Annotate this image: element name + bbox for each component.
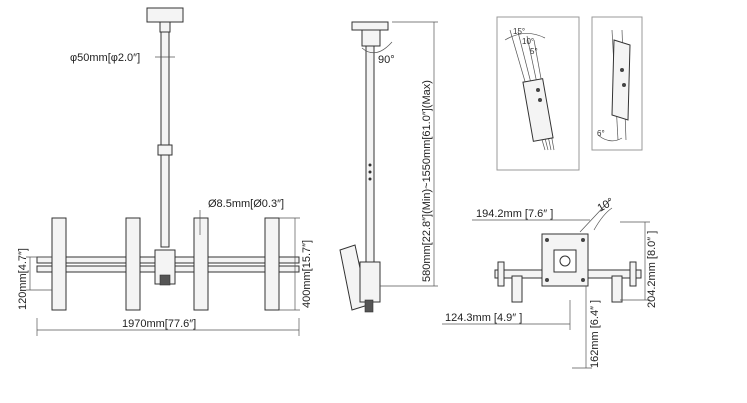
rotation-arc [361, 41, 393, 54]
bracket-height-label: 400mm[15.7″] [301, 240, 313, 308]
front-view: φ50mm[φ2.0″] Ø8.5mm[Ø0.3″] 120mm[4.7″] 4… [17, 7, 313, 336]
hole-diameter-label: Ø8.5mm[Ø0.3″] [208, 198, 284, 210]
bottom-width-label: 124.3mm [4.9″ ] [445, 312, 522, 324]
rotation-label: 90° [378, 54, 395, 66]
pole-length-label: 580mm[22.8″](Min)~1550mm[61.0″](Max) [421, 80, 433, 282]
tilt-panel-2: 6° [591, 16, 643, 151]
bottom-height-label: 162mm [6.4″ ] [589, 300, 601, 368]
pole [160, 31, 170, 248]
adapter-view: 194.2mm [7.6″ ] 10° 204.2mm [8.0″ ] 124.… [442, 196, 658, 369]
side-knob [364, 299, 374, 313]
left-clamp [511, 275, 523, 303]
top-width-label: 194.2mm [7.6″ ] [476, 208, 553, 220]
tilt-10-label: 10° [522, 37, 534, 46]
tilt-5-label: 5° [530, 47, 538, 56]
vertical-plates [51, 217, 280, 311]
side-view: 90° 580mm[22.8″](Min)~1550mm[61.0″](Max) [339, 21, 438, 313]
pole-collar [159, 21, 171, 33]
side-swivel [361, 29, 381, 47]
pole-diameter-label: φ50mm[φ2.0″] [70, 52, 140, 64]
pole-clamp [157, 144, 173, 156]
side-ceiling-plate [351, 21, 389, 31]
plate-height-label: 120mm[4.7″] [17, 248, 29, 310]
tilt-panel-1: 15° 10° 5° [496, 16, 580, 171]
total-width-label: 1970mm[77.6″] [122, 318, 196, 330]
adapter-knob [159, 274, 171, 286]
ceiling-plate [146, 7, 184, 23]
right-height-label: 204.2mm [8.0″ ] [646, 231, 658, 308]
side-bracket [359, 261, 381, 303]
right-clamp [611, 275, 623, 303]
tilt-6-label: 6° [597, 129, 605, 138]
tilt-15-label: 15° [513, 27, 525, 36]
